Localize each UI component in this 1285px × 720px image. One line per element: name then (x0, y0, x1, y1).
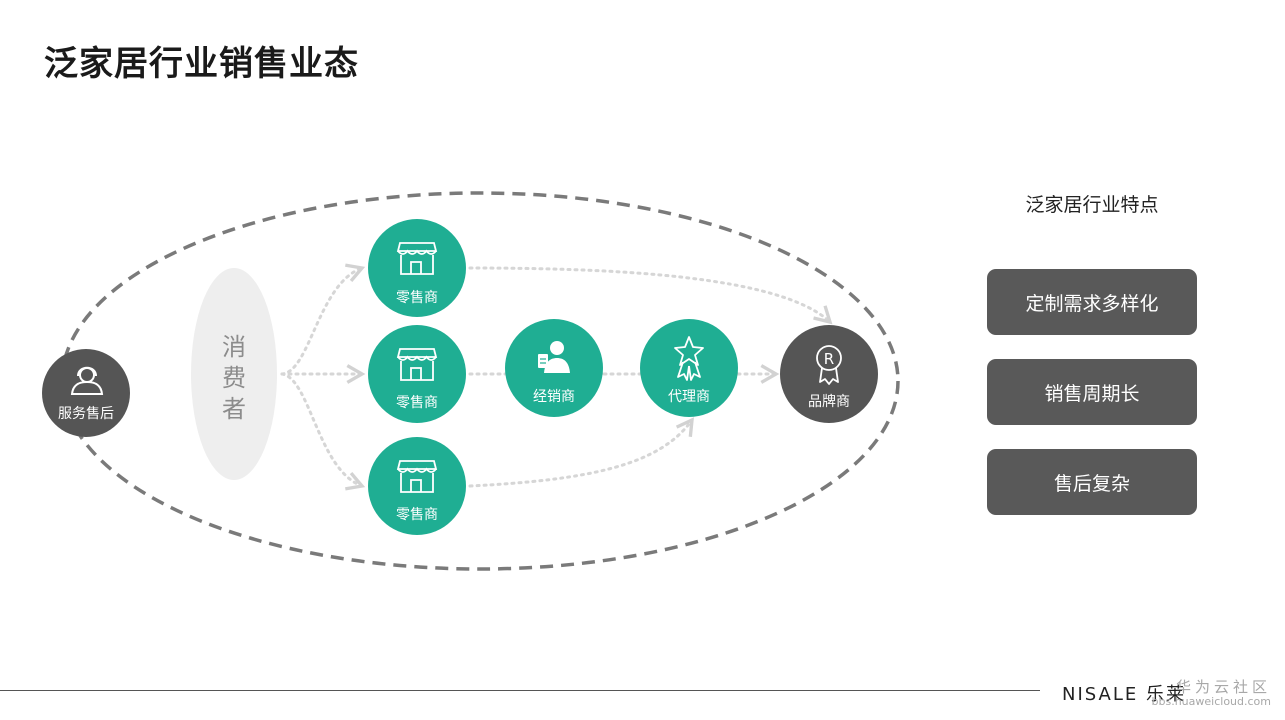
retailer-top-label: 零售商 (396, 290, 438, 306)
svg-text:R: R (824, 350, 834, 368)
watermark: 华为云社区 bbs.huaweicloud.com (1151, 678, 1271, 708)
arrow-consumer-to-retailer-bottom (280, 372, 366, 491)
feature-item-after-sales: 售后复杂 (987, 449, 1197, 515)
consumer-pill (191, 268, 277, 480)
features-title: 泛家居行业特点 (1025, 194, 1159, 216)
watermark-main: 华为云社区 (1175, 678, 1271, 696)
agent-label: 代理商 (668, 389, 710, 405)
retailer-bottom-label: 零售商 (396, 507, 438, 523)
feature-item-customization: 定制需求多样化 (987, 269, 1197, 335)
headset-person-icon (70, 366, 104, 395)
retailer-node-top: 零售商 (368, 219, 466, 317)
ecosystem-dashed-ellipse (60, 191, 900, 571)
service-node: 服务售后 (42, 349, 130, 437)
storefront-icon (396, 460, 438, 493)
retailer-middle-label: 零售商 (396, 395, 438, 411)
feature-item-sales-cycle: 销售周期长 (987, 359, 1197, 425)
page-title: 泛家居行业销售业态 (44, 44, 359, 84)
service-label: 服务售后 (58, 406, 114, 422)
award-ribbon-icon (674, 336, 704, 381)
storefront-icon (396, 242, 438, 275)
arrow-consumer-to-retailer-top (280, 263, 366, 376)
watermark-url: bbs.huaweicloud.com (1151, 694, 1271, 708)
arrow-retailer-top-to-brand (468, 266, 833, 325)
footer-divider (0, 690, 1040, 691)
consumer-label-3: 者 (222, 395, 246, 423)
person-badge-icon (538, 341, 570, 373)
distributor-label: 经销商 (533, 389, 575, 405)
retailer-node-bottom: 零售商 (368, 437, 466, 535)
consumer-label-2: 费 (222, 364, 246, 392)
footer-brand-logo: NISALE 乐莱 (1062, 684, 1186, 705)
brand-label: 品牌商 (808, 393, 850, 410)
registered-trademark-icon: R (816, 345, 842, 385)
arrow-retailer-bottom-to-agent (468, 417, 694, 488)
storefront-icon (396, 348, 438, 381)
consumer-label-1: 消 (222, 333, 246, 361)
flow-arrows (280, 263, 833, 491)
distributor-node: 经销商 (505, 319, 603, 417)
brand-node: R 品牌商 (780, 325, 878, 423)
agent-node: 代理商 (640, 319, 738, 417)
retailer-node-middle: 零售商 (368, 325, 466, 423)
